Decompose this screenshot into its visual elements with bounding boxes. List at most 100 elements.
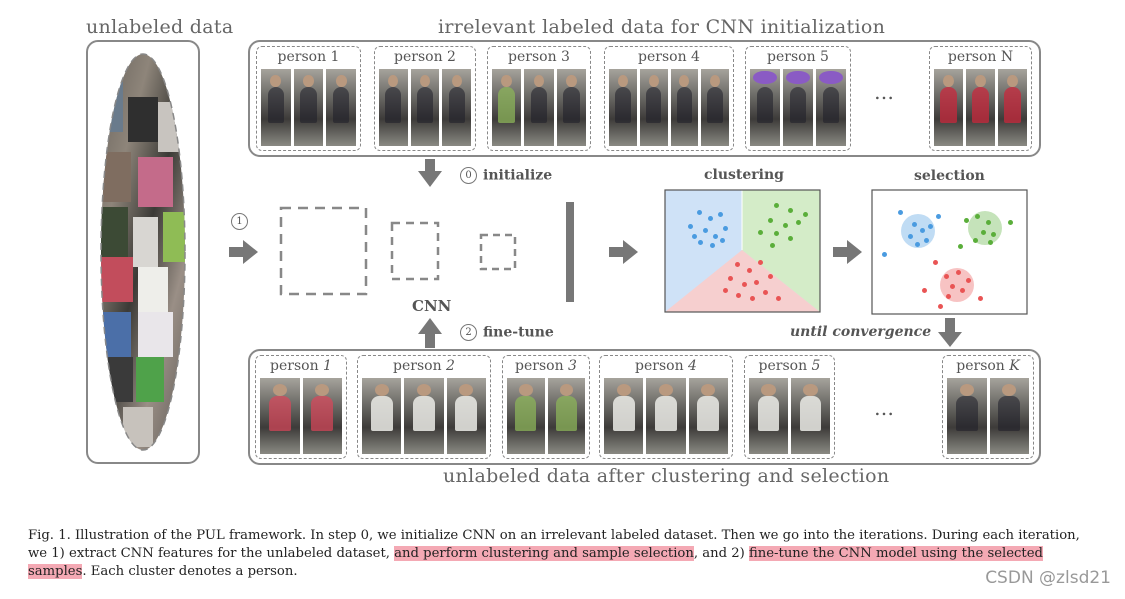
- person-label: person K: [956, 358, 1020, 374]
- blue-cluster-point: [927, 223, 933, 229]
- green-cluster-point: [963, 217, 969, 223]
- top-person-1: person 1: [256, 46, 361, 151]
- green-cluster-point: [757, 229, 763, 235]
- green-cluster-point: [987, 239, 993, 245]
- green-cluster-point: [795, 219, 801, 225]
- clustering-plot: [664, 189, 821, 313]
- top-person-4: person 4: [604, 46, 734, 151]
- unlabeled-data-panel: [86, 40, 200, 464]
- green-cluster-point: [767, 217, 773, 223]
- step2-circle: 2: [460, 324, 477, 341]
- unlabeled-data-title: unlabeled data: [86, 16, 234, 38]
- green-cluster-point: [985, 219, 991, 225]
- red-cluster-point: [977, 295, 983, 301]
- blue-cluster-point: [923, 237, 929, 243]
- top-person-3: person 3: [487, 46, 591, 151]
- blue-cluster-point: [719, 237, 725, 243]
- red-cluster-point: [734, 261, 740, 267]
- bottom-ellipsis: …: [874, 396, 894, 420]
- step1-circle: 1: [231, 213, 248, 230]
- top-ellipsis: …: [874, 80, 894, 104]
- red-cluster-point: [757, 259, 763, 265]
- red-cluster-point: [767, 273, 773, 279]
- bottom-person-k: person K: [942, 355, 1034, 459]
- convergence-arrow: [938, 318, 962, 347]
- person-label: person 5: [767, 49, 829, 65]
- green-cluster-point: [802, 211, 808, 217]
- bottom-person-5: person 5: [744, 355, 835, 459]
- bottom-person-1: person 1: [255, 355, 347, 459]
- bottom-person-2: person 2: [357, 355, 491, 459]
- red-cluster-point: [943, 273, 949, 279]
- green-cluster-point: [773, 202, 779, 208]
- blue-cluster-point: [712, 233, 718, 239]
- irrelevant-data-title: irrelevant labeled data for CNN initiali…: [438, 16, 886, 38]
- cnn-layer-2: [390, 221, 440, 281]
- unlabeled-ellipse: [100, 53, 186, 451]
- irrelevant-labeled-panel: [248, 40, 1041, 157]
- red-cluster-point: [945, 293, 951, 299]
- green-cluster-point: [782, 222, 788, 228]
- red-cluster-point: [741, 281, 747, 287]
- blue-cluster-point: [935, 213, 941, 219]
- cnn-layer-3: [479, 233, 517, 271]
- bottom-person-3: person 3: [502, 355, 590, 459]
- to-selection-arrow: [833, 240, 862, 264]
- blue-cluster-point: [709, 242, 715, 248]
- after-clustering-title: unlabeled data after clustering and sele…: [443, 465, 890, 487]
- cnn-label: CNN: [412, 297, 452, 315]
- blue-cluster-point: [702, 227, 708, 233]
- initialize-arrow: [418, 159, 442, 187]
- red-cluster-point: [959, 287, 965, 293]
- person-label: person 5: [758, 358, 821, 374]
- blue-cluster-point: [697, 239, 703, 245]
- blue-cluster-point: [897, 209, 903, 215]
- person-label: person 1: [270, 358, 332, 374]
- after-clustering-panel: [248, 349, 1041, 465]
- green-cluster-point: [787, 235, 793, 241]
- red-cluster-point: [722, 287, 728, 293]
- blue-cluster-point: [881, 251, 887, 257]
- blue-cluster-point: [919, 227, 925, 233]
- step1-label: 1: [231, 213, 254, 230]
- red-cluster-point: [753, 279, 759, 285]
- until-convergence-label: until convergence: [790, 324, 932, 340]
- green-cluster-point: [773, 230, 779, 236]
- person-label: person 1: [277, 49, 340, 65]
- red-cluster-point: [921, 287, 927, 293]
- blue-cluster-point: [707, 215, 713, 221]
- person-label: person 2: [393, 358, 455, 374]
- person-label: person 3: [515, 358, 577, 374]
- red-cluster-point: [949, 283, 955, 289]
- red-cluster-point: [762, 289, 768, 295]
- person-label: person 3: [508, 49, 570, 65]
- red-cluster-point: [746, 267, 752, 273]
- watermark: CSDN @zlsd21: [985, 568, 1111, 588]
- blue-cluster-point: [907, 233, 913, 239]
- person-label: person 2: [394, 49, 456, 65]
- red-cluster-point: [727, 275, 733, 281]
- step0-circle: 0: [460, 167, 477, 184]
- red-cluster-point: [965, 277, 971, 283]
- blue-cluster-point: [691, 233, 697, 239]
- green-cluster-point: [972, 237, 978, 243]
- red-cluster-point: [749, 295, 755, 301]
- top-person-5: person 5: [745, 46, 851, 151]
- green-cluster-point: [1007, 219, 1013, 225]
- green-cluster-point: [974, 213, 980, 219]
- blue-cluster-point: [914, 241, 920, 247]
- finetune-arrow: [418, 318, 442, 348]
- person-label: person 4: [638, 49, 700, 65]
- blue-cluster-point: [687, 223, 693, 229]
- blue-cluster-point: [722, 225, 728, 231]
- highlight-clustering: and perform clustering and sample select…: [394, 546, 694, 561]
- blue-cluster-point: [696, 209, 702, 215]
- to-clustering-arrow: [609, 240, 638, 264]
- selection-label: selection: [914, 168, 985, 184]
- person-label: person N: [947, 49, 1014, 65]
- blue-cluster-point: [717, 211, 723, 217]
- clustering-label: clustering: [704, 167, 784, 183]
- red-cluster-point: [955, 269, 961, 275]
